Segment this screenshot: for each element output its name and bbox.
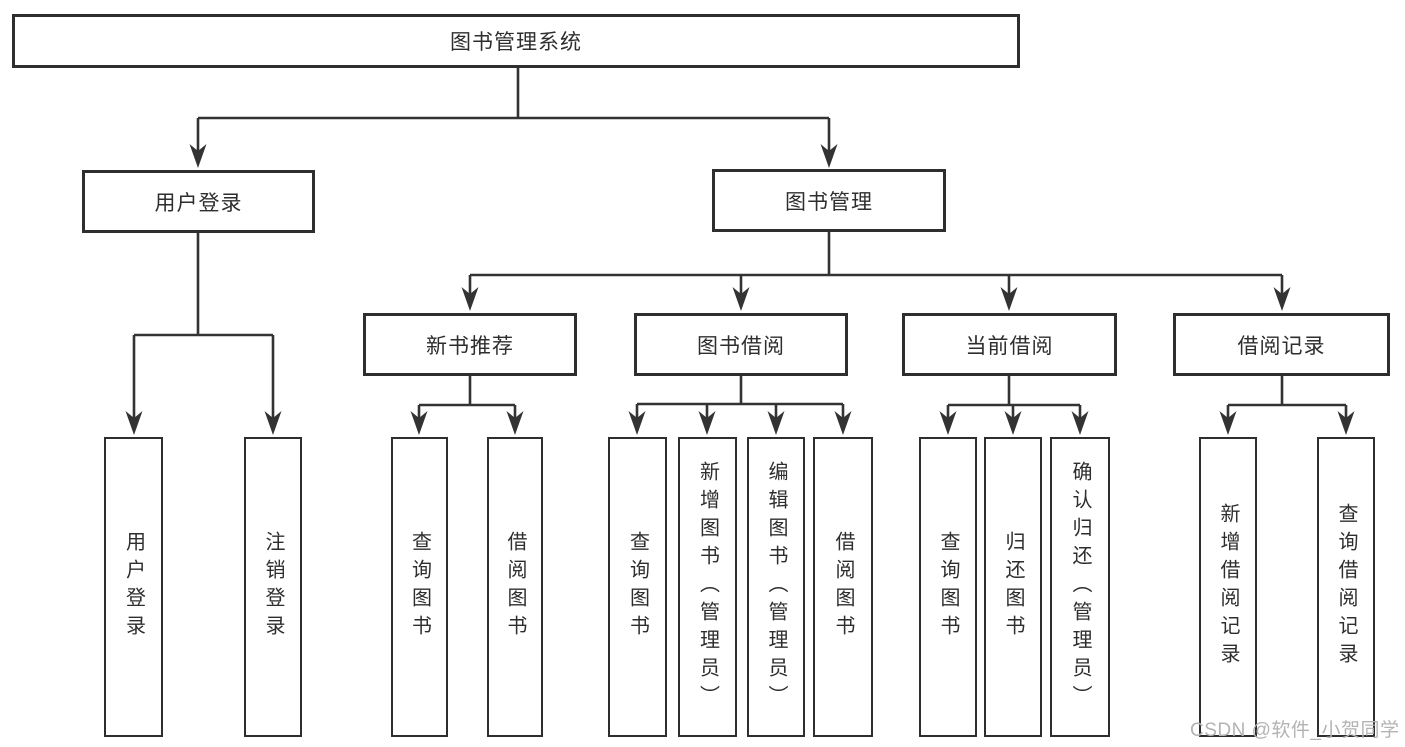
leaf-edit-books-admin: 编辑图书（管理员）	[747, 437, 805, 737]
connector-bookborrow-to-leaves	[635, 376, 845, 421]
leaf-current-query-books-label: 查询图书	[937, 531, 959, 643]
leaf-recommend-query-books: 查询图书	[391, 437, 448, 737]
leaf-query-borrow-record: 查询借阅记录	[1317, 437, 1375, 737]
node-book-management: 图书管理	[712, 169, 946, 232]
node-root-system: 图书管理系统	[12, 14, 1020, 68]
leaf-recommend-borrow-books-label: 借阅图书	[504, 531, 526, 643]
connector-newbook-to-leaves	[417, 376, 517, 421]
node-book-borrow-label: 图书借阅	[697, 334, 785, 358]
leaf-query-borrow-record-label: 查询借阅记录	[1335, 503, 1357, 671]
node-user-login-label: 用户登录	[154, 191, 243, 215]
connector-bookmgmt-to-level3	[468, 232, 1284, 296]
leaf-return-books: 归还图书	[984, 437, 1042, 737]
leaf-user-login-label: 用户登录	[122, 531, 145, 643]
leaf-return-books-label: 归还图书	[1002, 531, 1024, 643]
leaf-recommend-borrow-books: 借阅图书	[487, 437, 543, 737]
leaf-add-books-admin: 新增图书（管理员）	[678, 437, 737, 737]
leaf-add-borrow-record-label: 新增借阅记录	[1217, 503, 1239, 671]
node-borrow-record: 借阅记录	[1173, 313, 1390, 376]
node-current-borrow-label: 当前借阅	[965, 334, 1054, 358]
node-new-book-recommend: 新书推荐	[363, 313, 577, 376]
leaf-logout-login: 注销登录	[244, 437, 302, 737]
connector-userlogin-to-leaves	[132, 233, 275, 421]
leaf-current-query-books: 查询图书	[919, 437, 977, 737]
leaf-borrow-query-books-label: 查询图书	[626, 531, 649, 643]
leaf-confirm-return-admin-label: 确认归还（管理员）	[1069, 461, 1091, 713]
leaf-borrow-query-books: 查询图书	[608, 437, 667, 737]
leaf-edit-books-admin-label: 编辑图书（管理员）	[765, 461, 787, 713]
leaf-add-borrow-record: 新增借阅记录	[1199, 437, 1257, 737]
connector-borrowrecord-to-leaves	[1226, 376, 1348, 421]
leaf-borrow-books-label: 借阅图书	[832, 531, 854, 643]
leaf-confirm-return-admin: 确认归还（管理员）	[1050, 437, 1110, 737]
node-borrow-record-label: 借阅记录	[1237, 334, 1326, 358]
connector-currentborrow-to-leaves	[946, 376, 1082, 421]
node-user-login: 用户登录	[82, 170, 315, 233]
node-root-label: 图书管理系统	[450, 31, 582, 54]
node-new-book-recommend-label: 新书推荐	[426, 334, 514, 358]
node-book-borrow: 图书借阅	[634, 313, 848, 376]
connector-root-to-level2	[196, 68, 831, 153]
leaf-add-books-admin-label: 新增图书（管理员）	[696, 461, 719, 713]
leaf-user-login: 用户登录	[104, 437, 163, 737]
csdn-watermark: CSDN @软件_小贺同学	[1190, 720, 1400, 741]
leaf-borrow-books: 借阅图书	[813, 437, 873, 737]
arrowheads	[125, 144, 1355, 435]
leaf-recommend-query-books-label: 查询图书	[408, 531, 431, 643]
leaf-logout-login-label: 注销登录	[262, 531, 284, 643]
node-book-management-label: 图书管理	[785, 190, 873, 214]
node-current-borrow: 当前借阅	[902, 313, 1117, 376]
